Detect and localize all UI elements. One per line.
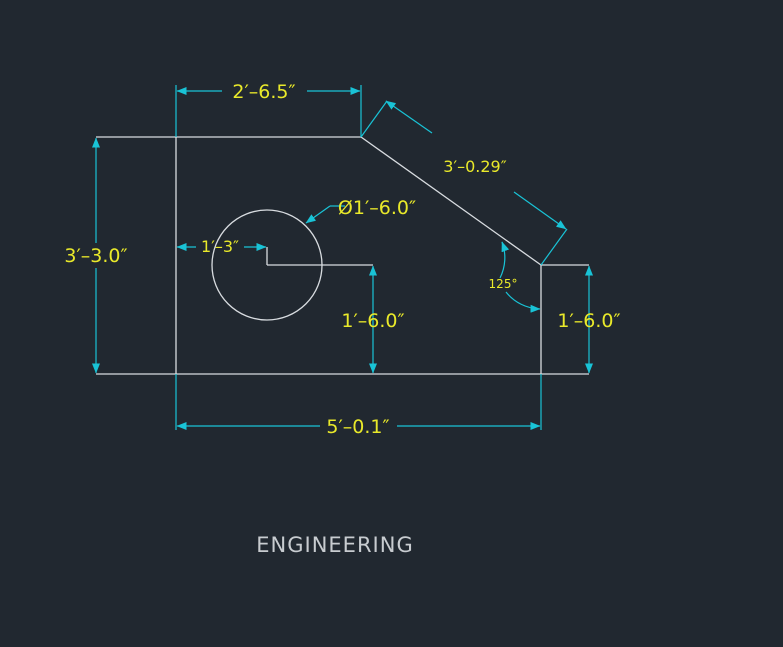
hole-offset-label: 1′–3″: [201, 237, 239, 256]
top-width-label: 2′–6.5″: [232, 81, 295, 103]
dimension-lines: [92, 85, 593, 430]
overall-width-label: 5′–0.1″: [326, 416, 389, 438]
overall-height-label: 3′–3.0″: [64, 245, 127, 267]
part-outline: [96, 136, 589, 375]
diameter-leader: [305, 205, 331, 224]
slant-ext-top: [360, 100, 388, 138]
hole-height-label: 1′–6.0″: [341, 310, 404, 332]
slant-ext-bottom: [540, 228, 568, 266]
slant-dim-line-a: [385, 100, 433, 134]
hole-diameter-label: Ø1′–6.0″: [338, 197, 416, 219]
slant-dim-line-b: [513, 191, 567, 230]
slant-length-label: 3′–0.29″: [443, 157, 506, 176]
drawing-caption: ENGINEERING: [256, 533, 413, 557]
angle-arc-lower: [505, 291, 541, 313]
part-profile: [96, 136, 589, 266]
right-height-label: 1′–6.0″: [557, 310, 620, 332]
angle-label: 125°: [489, 277, 518, 291]
angle-arc-arrow-upper: [501, 241, 510, 253]
